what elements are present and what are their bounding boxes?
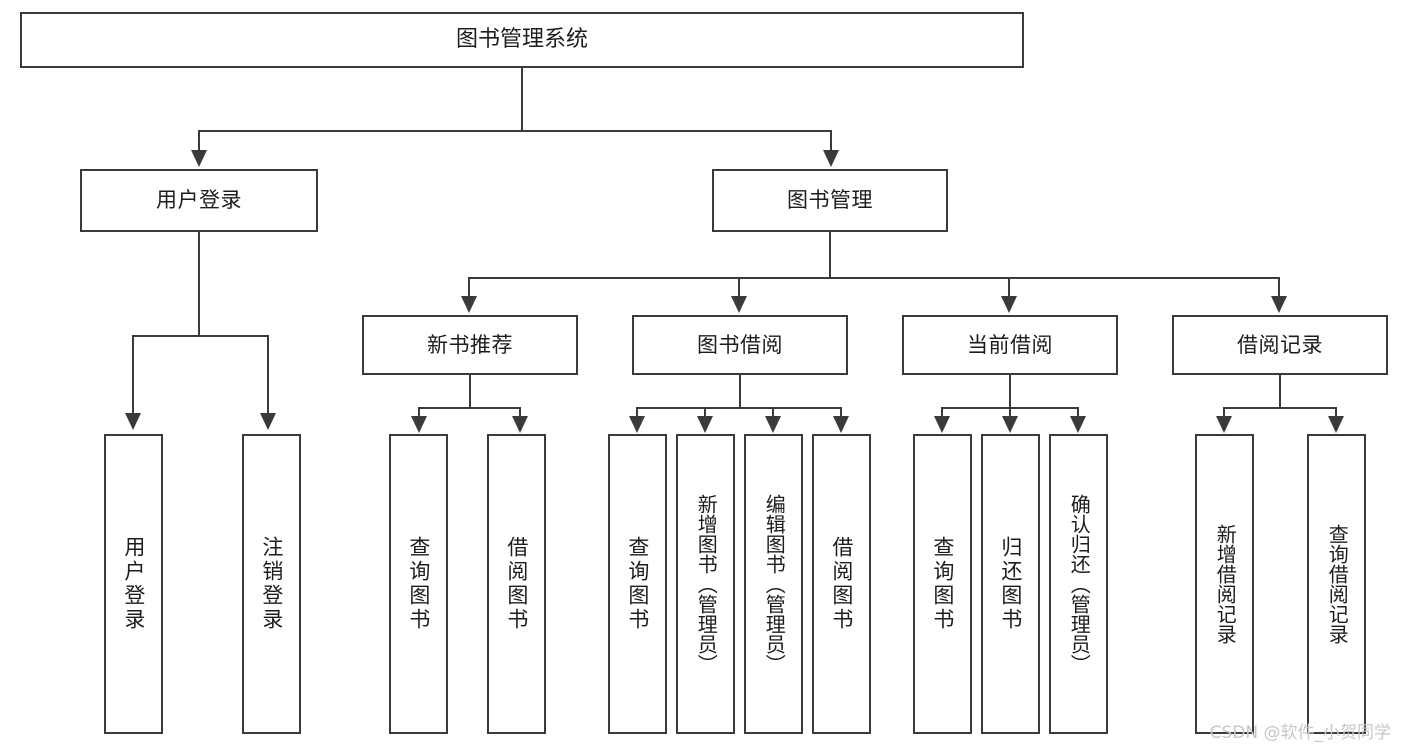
node-label: 归还图书 [998, 536, 1023, 632]
node-book-borrow[interactable]: 图书借阅 [632, 315, 848, 375]
edge-cb-drop-1 [941, 407, 943, 419]
node-label: 图书管理系统 [455, 27, 588, 53]
edge-book-manage-drop-3 [1008, 277, 1010, 299]
arrow-nbr-leaf-2 [512, 416, 528, 433]
edge-br-bus [1223, 407, 1337, 409]
node-root-system[interactable]: 图书管理系统 [20, 12, 1024, 68]
node-label: 编辑图书（管理员） [762, 494, 787, 674]
edge-nbr-bus [418, 407, 521, 409]
node-borrow-record[interactable]: 借阅记录 [1172, 315, 1388, 375]
node-label: 借阅图书 [829, 536, 854, 632]
node-current-borrow[interactable]: 当前借阅 [902, 315, 1118, 375]
edge-user-login-drop-1 [132, 335, 134, 415]
edge-root-bus [198, 130, 832, 132]
node-label: 当前借阅 [967, 332, 1053, 357]
leaf-bb-edit-book-admin[interactable]: 编辑图书（管理员） [744, 434, 803, 734]
edge-bb-drop-4 [840, 407, 842, 419]
arrow-cb-leaf-1 [934, 416, 950, 433]
edge-bb-stem [739, 375, 741, 409]
node-book-manage[interactable]: 图书管理 [712, 169, 948, 232]
edge-cb-drop-2 [1009, 407, 1011, 419]
edge-bb-drop-3 [772, 407, 774, 419]
edge-br-stem [1279, 375, 1281, 409]
node-user-login[interactable]: 用户登录 [80, 169, 318, 232]
edge-user-login-drop-2 [267, 335, 269, 415]
node-label: 查询图书 [625, 536, 650, 632]
leaf-bb-borrow-book[interactable]: 借阅图书 [812, 434, 871, 734]
arrow-br-leaf-1 [1216, 416, 1232, 433]
node-label: 借阅记录 [1237, 332, 1323, 357]
edge-cb-drop-3 [1077, 407, 1079, 419]
arrow-to-current-borrow [1001, 296, 1017, 313]
node-label: 图书借阅 [697, 332, 783, 357]
arrow-to-book-borrow [731, 296, 747, 313]
arrow-bb-leaf-4 [833, 416, 849, 433]
edge-book-manage-bus [468, 277, 1280, 279]
leaf-nbr-borrow-book[interactable]: 借阅图书 [487, 434, 546, 734]
leaf-br-query-record[interactable]: 查询借阅记录 [1307, 434, 1366, 734]
edge-nbr-drop-1 [418, 407, 420, 419]
arrow-br-leaf-2 [1328, 416, 1344, 433]
edge-book-manage-stem [829, 232, 831, 278]
leaf-cb-return-book[interactable]: 归还图书 [981, 434, 1040, 734]
leaf-bb-add-book-admin[interactable]: 新增图书（管理员） [676, 434, 735, 734]
arrow-to-leaf-user-login [125, 413, 141, 430]
edge-br-drop-1 [1223, 407, 1225, 419]
edge-root-to-book-manage [830, 130, 832, 152]
arrow-cb-leaf-2 [1002, 416, 1018, 433]
leaf-bb-query-book[interactable]: 查询图书 [608, 434, 667, 734]
node-label: 新增图书（管理员） [694, 494, 719, 674]
node-label: 查询图书 [930, 536, 955, 632]
arrow-nbr-leaf-1 [411, 416, 427, 433]
edge-book-manage-drop-4 [1278, 277, 1280, 299]
edge-root-stem [521, 68, 523, 130]
node-label: 查询借阅记录 [1325, 524, 1350, 644]
node-label: 查询图书 [406, 536, 431, 632]
arrow-to-borrow-record [1271, 296, 1287, 313]
edge-br-drop-2 [1335, 407, 1337, 419]
node-label: 用户登录 [121, 536, 146, 632]
leaf-cb-query-book[interactable]: 查询图书 [913, 434, 972, 734]
node-label: 新增借阅记录 [1213, 524, 1238, 644]
arrow-to-new-book-recommend [461, 296, 477, 313]
arrow-root-to-book-manage [823, 150, 839, 167]
edge-bb-drop-2 [704, 407, 706, 419]
arrow-bb-leaf-2 [697, 416, 713, 433]
leaf-nbr-query-book[interactable]: 查询图书 [389, 434, 448, 734]
edge-root-to-user-login [198, 130, 200, 152]
edge-nbr-drop-2 [519, 407, 521, 419]
node-label: 确认归还（管理员） [1067, 494, 1092, 674]
edge-book-manage-drop-1 [468, 277, 470, 299]
node-label: 用户登录 [156, 188, 242, 213]
arrow-bb-leaf-1 [629, 416, 645, 433]
edge-bb-drop-1 [636, 407, 638, 419]
edge-book-manage-drop-2 [738, 277, 740, 299]
node-new-book-recommend[interactable]: 新书推荐 [362, 315, 578, 375]
leaf-cb-confirm-return-admin[interactable]: 确认归还（管理员） [1049, 434, 1108, 734]
node-label: 图书管理 [787, 188, 873, 213]
edge-user-login-stem [198, 232, 200, 336]
arrow-to-leaf-logout [260, 413, 276, 430]
leaf-user-login[interactable]: 用户登录 [104, 434, 163, 734]
node-label: 注销登录 [259, 536, 284, 632]
edge-bb-bus [636, 407, 842, 409]
leaf-logout[interactable]: 注销登录 [242, 434, 301, 734]
node-label: 新书推荐 [427, 332, 513, 357]
edge-cb-stem [1009, 375, 1011, 409]
arrow-root-to-user-login [191, 150, 207, 167]
leaf-br-add-record[interactable]: 新增借阅记录 [1195, 434, 1254, 734]
arrow-cb-leaf-3 [1070, 416, 1086, 433]
arrow-bb-leaf-3 [765, 416, 781, 433]
edge-user-login-bus [132, 335, 269, 337]
node-label: 借阅图书 [504, 536, 529, 632]
edge-nbr-stem [469, 375, 471, 409]
